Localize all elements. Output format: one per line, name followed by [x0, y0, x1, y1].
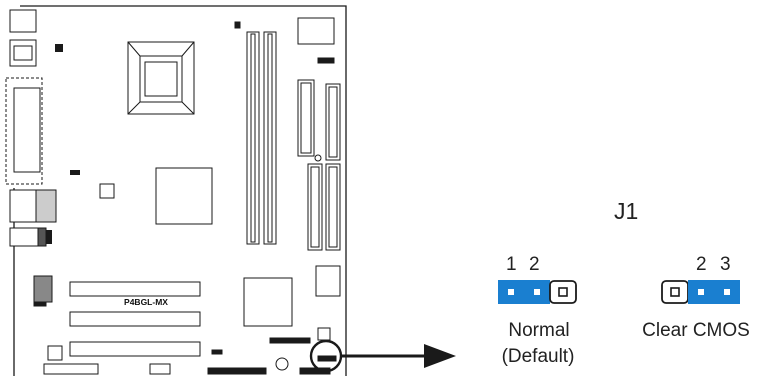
pin-1 [670, 287, 680, 297]
pin-3 [558, 287, 568, 297]
small-headers-left [46, 44, 80, 244]
rear-io-connectors [5, 9, 57, 247]
pin-2 [534, 289, 540, 295]
pin-1 [508, 289, 514, 295]
normal-default-caption: (Default) [501, 346, 575, 367]
jumper-cap-clear [688, 280, 740, 304]
jumper-normal-setting [498, 280, 577, 304]
clear-pin-label-2: 2 [696, 254, 707, 275]
jumper-name: J1 [614, 198, 639, 224]
pin-3 [724, 289, 730, 295]
cpu-socket [127, 41, 195, 115]
jumper-callout [309, 339, 456, 373]
expansion-slots [69, 281, 201, 357]
jumper-clear-setting [661, 280, 740, 304]
normal-caption: Normal [508, 320, 570, 341]
southbridge-area [243, 265, 341, 371]
board-model-label: P4BGL-MX [124, 297, 168, 307]
ide-connectors [307, 163, 341, 251]
memory-slots [234, 21, 277, 245]
jumper-cap-normal [498, 280, 550, 304]
callout-arrow-head [424, 344, 456, 368]
misc-components [33, 275, 337, 375]
chipset [99, 167, 213, 225]
clear-pin-label-3: 3 [720, 254, 731, 275]
clear-cmos-caption: Clear CMOS [642, 320, 750, 341]
pin-2 [698, 289, 704, 295]
normal-pin-label-2: 2 [529, 254, 540, 275]
normal-pin-label-1: 1 [506, 254, 517, 275]
power-connector-area [297, 17, 341, 162]
